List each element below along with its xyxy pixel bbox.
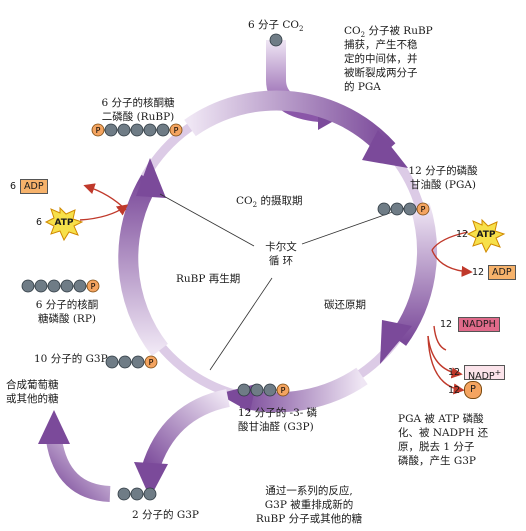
right-atp-arrow [431, 231, 469, 251]
phosphate-letter: P [91, 282, 96, 291]
carbon-bead [73, 279, 87, 293]
co2-molecule [269, 33, 283, 47]
right-adp-badge: ADP [488, 265, 516, 280]
calvin-cycle-center-label: 卡尔文 循 环 [265, 241, 297, 267]
cycle-arrow-right [389, 202, 437, 346]
carbon-bead [143, 487, 157, 501]
left-atp-star-icon [44, 206, 84, 242]
rubp-label: 6 分子的核酮糖 二磷酸 (RuBP) [101, 97, 175, 123]
g3p-12-label: 12 分子的 -3- 磷 酸甘油醛 (G3P) [238, 407, 318, 433]
regeneration-note: 通过一系列的反应, G3P 被重排成新的 RuBP 分子或其他的糖 [255, 485, 363, 525]
rp-molecule: P [21, 279, 100, 293]
pga-molecule: P [377, 202, 430, 216]
left-adp-count: 6 [10, 181, 17, 192]
carbon-bead [237, 383, 251, 397]
carbon-bead [130, 487, 144, 501]
rp-label: 6 分子的核酮 糖磷酸 (RP) [35, 299, 99, 325]
carbon-bead [390, 202, 404, 216]
carbon-reduction-phase-label: 碳还原期 [324, 299, 366, 311]
carbon-bead [269, 33, 283, 47]
phosphate-letter: P [149, 358, 154, 367]
left-atp-count: 6 [36, 217, 43, 228]
sugar-output-arrow [46, 438, 111, 502]
phosphate-letter: P [421, 205, 426, 214]
phosphate-bead [276, 383, 290, 397]
phosphate-bead [86, 279, 100, 293]
right-atp-star-icon [466, 218, 506, 254]
carbon-bead [117, 487, 131, 501]
phosphate-letter: P [96, 126, 101, 135]
left-atp-label: ATP [54, 218, 74, 228]
sugar-synthesis-label: 合成葡萄糖 或其他的糖 [6, 379, 59, 405]
nadp-count: 12 [448, 367, 461, 378]
sugar-output-arrowhead [38, 410, 70, 444]
phase-divider-right [301, 207, 405, 245]
nadph-count: 12 [440, 319, 453, 330]
carbon-bead [21, 279, 35, 293]
g3p-12-molecule: P [237, 383, 290, 397]
carbon-bead [60, 279, 74, 293]
carbon-bead [118, 355, 132, 369]
right-adp-count: 12 [472, 267, 485, 278]
cycle-arrow-top [184, 90, 396, 157]
carbon-bead [34, 279, 48, 293]
carbon-bead [130, 123, 144, 137]
co2-capture-note: CO2 分子被 RuBP 捕获，产生不稳 定的中间体，并 被断裂成两分子 的 P… [344, 25, 433, 93]
left-adp-arrow [83, 183, 127, 211]
phase-divider-down [209, 277, 273, 371]
right-adp-arrow [431, 249, 473, 278]
cycle-arrowhead-left [136, 158, 166, 198]
nadph-arrow [433, 325, 447, 351]
carbon-bead [105, 355, 119, 369]
carbon-bead [47, 279, 61, 293]
carbon-bead [131, 355, 145, 369]
left-adp-badge: ADP [20, 179, 48, 194]
pi-phosphate-icon: P [464, 381, 482, 399]
carbon-bead [143, 123, 157, 137]
right-atp-label: ATP [476, 230, 496, 240]
rubp-regeneration-phase-label: RuBP 再生期 [176, 273, 241, 285]
right-atp-count: 12 [456, 229, 469, 240]
phase-divider-upper-left [159, 193, 255, 247]
co2-input-label: 6 分子 CO2 [248, 19, 304, 34]
cycle-arrowhead-right [380, 320, 412, 364]
g3p-2-label: 2 分子的 G3P [132, 509, 199, 521]
g3p-2-molecule [117, 487, 157, 501]
phosphate-bead [91, 123, 105, 137]
pi-count: 12 [448, 385, 461, 396]
g3p-10-label: 10 分子的 G3P [34, 353, 108, 365]
cycle-arrow-left [118, 174, 168, 357]
phosphate-bead [144, 355, 158, 369]
phosphate-letter: P [174, 126, 179, 135]
g3p-output-arrowhead [134, 462, 168, 498]
phosphate-bead [416, 202, 430, 216]
carbon-bead [377, 202, 391, 216]
carbon-bead [263, 383, 277, 397]
pga-label: 12 分子的磷酸 甘油酸 (PGA) [408, 165, 478, 191]
co2-fixation-phase-label: CO2 的摄取期 [236, 195, 303, 210]
carbon-bead [117, 123, 131, 137]
reduction-note: PGA 被 ATP 磷酸 化、被 NADPH 还 原，脱去 1 分子 磷酸，产生… [398, 413, 489, 467]
nadph-badge: NADPH [458, 317, 500, 332]
nadp-badge: NADP+ [464, 365, 506, 382]
left-atp-arrow [79, 204, 129, 221]
carbon-bead [156, 123, 170, 137]
carbon-bead [403, 202, 417, 216]
pi-arrow [427, 335, 465, 395]
cycle-arrowhead-top [362, 130, 408, 168]
phosphate-bead [169, 123, 183, 137]
g3p-10-molecule: P [105, 355, 158, 369]
cycle-arrow-bottom [239, 367, 368, 413]
carbon-bead [104, 123, 118, 137]
carbon-bead [250, 383, 264, 397]
g3p-output-arrow [141, 389, 231, 473]
phosphate-letter: P [281, 386, 286, 395]
